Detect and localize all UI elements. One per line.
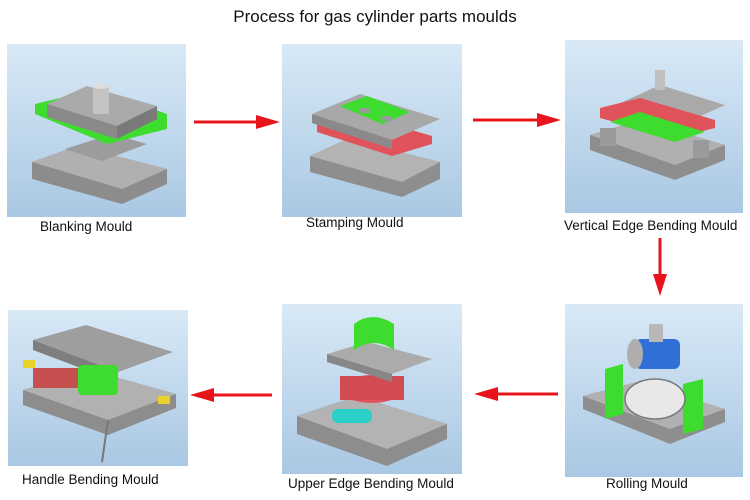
vertical-edge-bending-mould-image xyxy=(565,40,743,213)
diagram-title: Process for gas cylinder parts moulds xyxy=(233,7,517,26)
upper-edge-bending-mould-label: Upper Edge Bending Mould xyxy=(288,476,454,491)
arrow-right-icon xyxy=(473,113,561,127)
arrow-down-icon xyxy=(653,238,667,296)
handle-bending-mould-image xyxy=(8,310,188,466)
handle-bending-mould-label: Handle Bending Mould xyxy=(22,472,159,487)
arrow-right-icon xyxy=(194,115,280,129)
arrow-left-icon xyxy=(190,388,272,402)
arrow-left-icon xyxy=(474,387,558,401)
vertical-edge-bending-mould-label: Vertical Edge Bending Mould xyxy=(564,218,738,233)
blanking-mould-label: Blanking Mould xyxy=(40,219,133,234)
upper-edge-bending-mould-image xyxy=(282,304,462,474)
rolling-mould-image xyxy=(565,304,743,477)
blanking-mould-image xyxy=(7,44,186,217)
stamping-mould-label: Stamping Mould xyxy=(306,215,404,230)
stamping-mould-image xyxy=(282,44,462,217)
rolling-mould-label: Rolling Mould xyxy=(606,476,688,491)
